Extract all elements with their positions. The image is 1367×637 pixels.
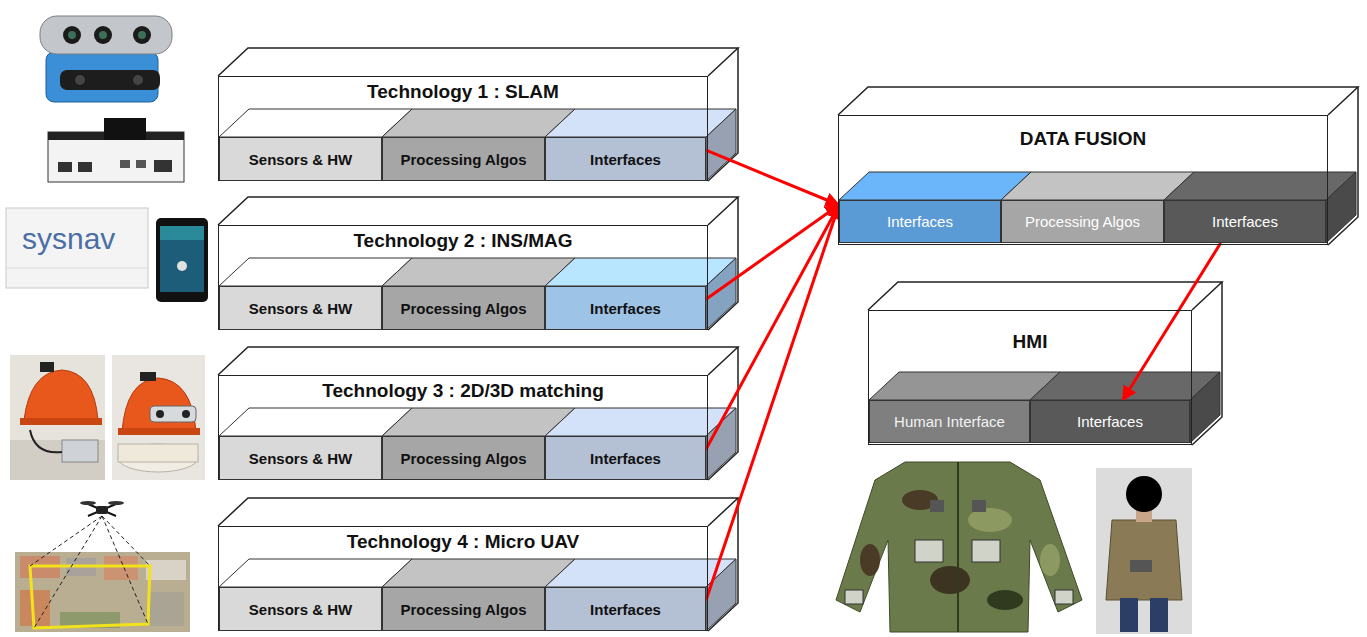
module-label: Sensors & HW xyxy=(249,300,352,317)
module-box: Interfaces xyxy=(545,286,706,330)
module-label: Interfaces xyxy=(1212,213,1278,230)
module-box: Human Interface xyxy=(869,400,1030,443)
flow-arrow xyxy=(706,205,839,600)
brand-label: sysnav xyxy=(22,222,115,256)
module-box: Sensors & HW xyxy=(219,436,382,480)
module-box: Interfaces xyxy=(1164,200,1326,243)
module-box: Interfaces xyxy=(1030,400,1190,443)
module-side-face xyxy=(706,258,736,330)
layer-title: HMI xyxy=(869,311,1191,353)
module-label: Interfaces xyxy=(1077,413,1143,430)
module-top-face xyxy=(219,408,412,436)
module-box: Interfaces xyxy=(545,137,706,181)
flow-arrow xyxy=(1123,243,1221,400)
module-top-face xyxy=(382,559,575,587)
layer-box: Interfaces Processing Algos Interfaces DATA… xyxy=(838,115,1328,245)
module-label: Interfaces xyxy=(590,151,661,168)
module-box: Processing Algos xyxy=(1001,200,1164,243)
module-box: Sensors & HW xyxy=(219,286,382,330)
module-top-face xyxy=(1001,172,1194,200)
layer-box: Sensors & HW Processing Algos Interfaces Te… xyxy=(218,375,708,480)
module-top-face xyxy=(382,109,575,137)
box-outline xyxy=(218,347,738,375)
module-box: Processing Algos xyxy=(382,286,545,330)
module-box: Processing Algos xyxy=(382,436,545,480)
module-label: Interfaces xyxy=(590,300,661,317)
layer-box: Sensors & HW Processing Algos Interfaces Te… xyxy=(218,526,708,631)
layer-box: Human Interface Interfaces HMI xyxy=(868,310,1192,445)
module-top-face xyxy=(382,258,575,286)
box-outline xyxy=(708,347,738,480)
flow-arrow xyxy=(706,150,839,205)
module-side-face xyxy=(706,559,736,631)
module-top-face xyxy=(869,372,1060,400)
module-label: Sensors & HW xyxy=(249,601,352,618)
module-box: Interfaces xyxy=(545,587,706,631)
module-top-face xyxy=(219,559,412,587)
module-box: Sensors & HW xyxy=(219,137,382,181)
box-outline xyxy=(218,197,738,225)
module-box: Interfaces xyxy=(545,436,706,480)
module-box: Processing Algos xyxy=(382,137,545,181)
module-label: Interfaces xyxy=(887,213,953,230)
person-photo xyxy=(1096,468,1192,634)
module-box: Sensors & HW xyxy=(219,587,382,631)
module-label: Processing Algos xyxy=(1025,213,1140,230)
box-outline xyxy=(218,48,738,76)
sysnav-device xyxy=(6,208,148,288)
module-top-face xyxy=(382,408,575,436)
tablet-photo xyxy=(156,218,208,302)
box-outline xyxy=(708,197,738,330)
module-label: Interfaces xyxy=(590,601,661,618)
module-label: Processing Algos xyxy=(400,450,526,467)
module-label: Processing Algos xyxy=(400,601,526,618)
module-side-face xyxy=(706,109,736,181)
module-label: Sensors & HW xyxy=(249,450,352,467)
box-outline xyxy=(218,498,738,526)
computer-photo xyxy=(48,118,184,182)
layer-box: Sensors & HW Processing Algos Interfaces Te… xyxy=(218,76,708,181)
module-label: Interfaces xyxy=(590,450,661,467)
module-label: Human Interface xyxy=(894,413,1005,430)
module-label: Processing Algos xyxy=(400,151,526,168)
flow-arrow xyxy=(706,205,839,449)
helmet-photo xyxy=(10,355,105,480)
box-outline xyxy=(838,87,1358,115)
module-top-face xyxy=(219,109,412,137)
layer-title: DATA FUSION xyxy=(839,116,1327,150)
box-outline xyxy=(868,282,1222,310)
module-box: Interfaces xyxy=(839,200,1001,243)
layer-title: Technology 3 : 2D/3D matching xyxy=(219,376,707,402)
module-box: Processing Algos xyxy=(382,587,545,631)
box-outline xyxy=(1192,282,1222,445)
jacket-photo xyxy=(836,462,1082,632)
layer-title: Technology 1 : SLAM xyxy=(219,77,707,103)
layer-title: Technology 2 : INS/MAG xyxy=(219,226,707,252)
helmet-photo xyxy=(112,355,205,480)
uav-map xyxy=(15,501,190,632)
module-label: Processing Algos xyxy=(400,300,526,317)
module-top-face xyxy=(839,172,1031,200)
flow-arrow xyxy=(706,205,839,299)
camera-photo xyxy=(40,16,172,102)
box-outline xyxy=(1328,87,1358,245)
module-top-face xyxy=(219,258,412,286)
layer-title: Technology 4 : Micro UAV xyxy=(219,527,707,553)
module-label: Sensors & HW xyxy=(249,151,352,168)
layer-box: Sensors & HW Processing Algos Interfaces Te… xyxy=(218,225,708,330)
